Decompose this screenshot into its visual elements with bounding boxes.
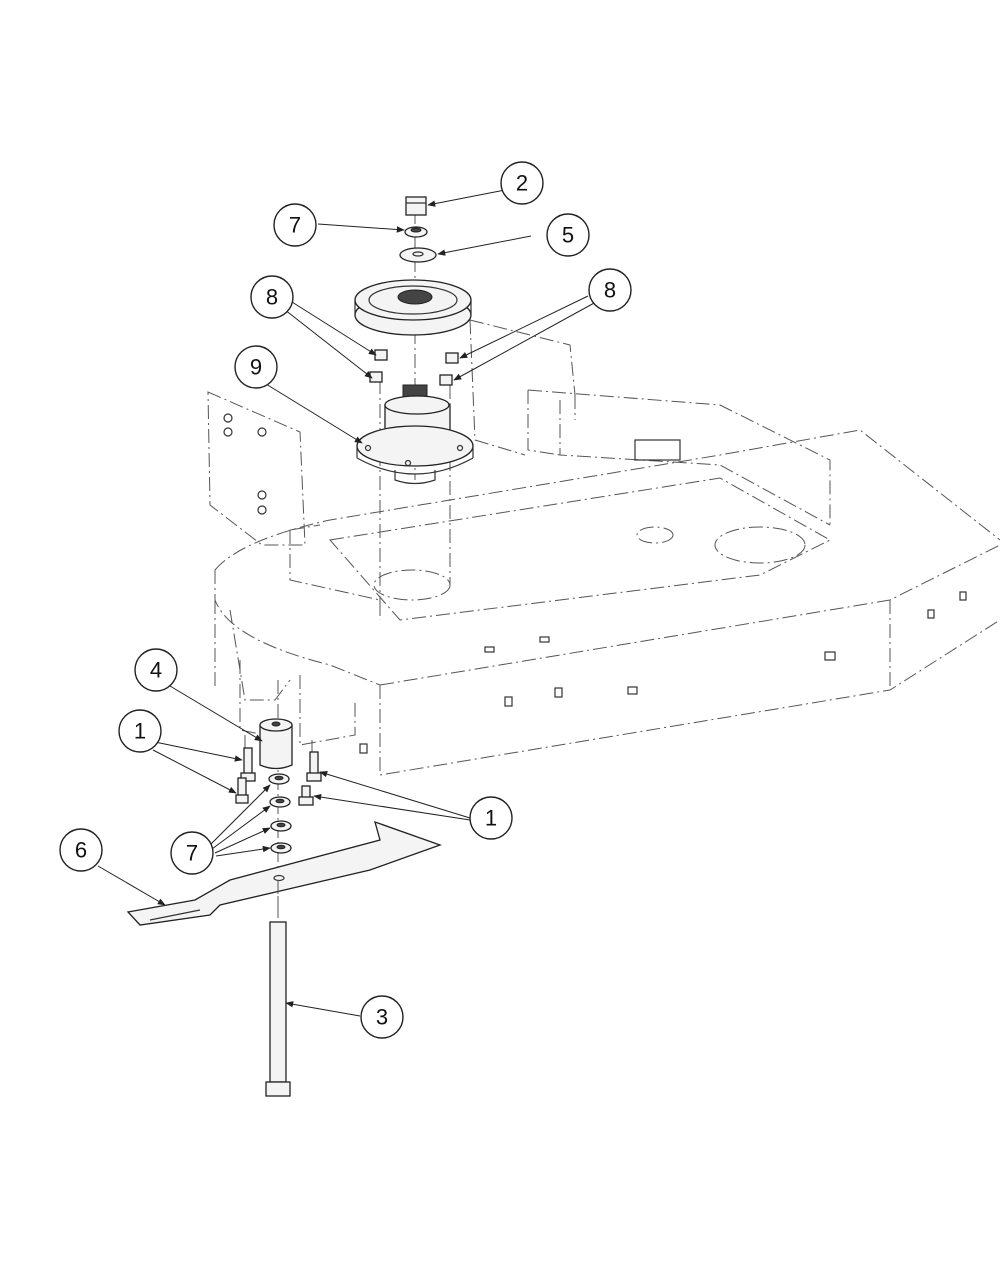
callout-1-left: 1: [118, 709, 162, 753]
callout-3-label: 3: [376, 1005, 388, 1030]
callout-7-bottom-label: 7: [186, 841, 198, 866]
callout-2-label: 2: [516, 171, 528, 196]
spindle-pulley: [354, 279, 472, 336]
top-lock-washer: [404, 226, 428, 238]
callout-8-left-label: 8: [266, 285, 278, 310]
spindle-mount-nuts: [369, 349, 459, 386]
deck-mount-bolts: [235, 747, 322, 806]
flat-washer: [399, 247, 437, 263]
mower-blade: [126, 820, 442, 926]
callout-7-bottom: 7: [170, 831, 214, 875]
blade-spacer: [259, 718, 293, 770]
callout-2: 2: [500, 161, 544, 205]
callout-8-right-label: 8: [604, 278, 616, 303]
callout-6-label: 6: [75, 838, 87, 863]
callout-7-top: 7: [273, 203, 317, 247]
callout-6: 6: [59, 828, 103, 872]
mower-deck: [207, 319, 1000, 776]
callout-8-left: 8: [250, 275, 294, 319]
callout-1-right-label: 1: [485, 806, 497, 831]
callout-9-label: 9: [250, 355, 262, 380]
callout-4-label: 4: [150, 658, 162, 683]
callout-9: 9: [234, 345, 278, 389]
callout-3: 3: [360, 995, 404, 1039]
lower-washer-stack: [268, 773, 292, 854]
callout-5-label: 5: [562, 223, 574, 248]
callout-1-right: 1: [469, 796, 513, 840]
spindle-housing: [356, 384, 474, 485]
callout-5: 5: [546, 213, 590, 257]
spindle-bolt: [265, 880, 291, 1097]
callout-7-top-label: 7: [289, 213, 301, 238]
callout-8-right: 8: [588, 268, 632, 312]
leader-lines: [97, 189, 597, 1017]
spindle-nut: [405, 196, 427, 216]
callout-1-left-label: 1: [134, 719, 146, 744]
callout-4: 4: [134, 648, 178, 692]
